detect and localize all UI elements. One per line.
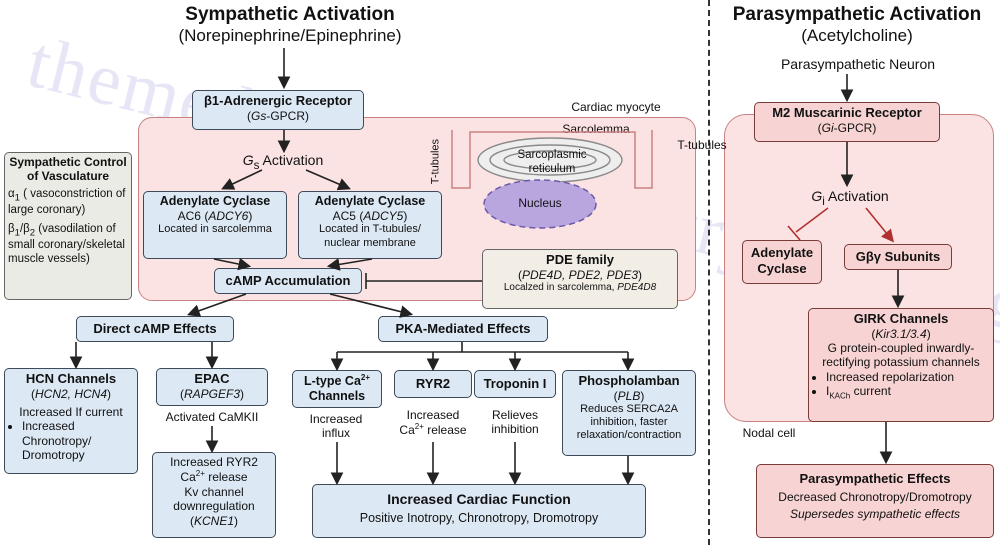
arrow-camp-to-direct [186,293,247,317]
nodal-cell-label: Nodal cell [742,426,796,440]
peff-l2: Supersedes sympathetic effects [789,506,961,521]
camp-accumulation-box: cAMP Accumulation [214,268,362,294]
epac-ryr2-l2: Ca2+ release [180,469,248,485]
parasympathetic-subtitle: (Acetylcholine) [801,26,913,45]
pde-location: Localzed in sarcolemma, PDE4D8 [503,281,657,293]
ac5-title: Adenylate Cyclase [314,194,426,208]
girk-bullet-1: Increased repolarization [826,370,990,384]
ac5-location: Located in T-tubules/ nuclear membrane [319,223,421,249]
inhibit-gi-bar [787,225,801,241]
ryr2-box: RYR2 [394,370,472,398]
girk-bullets: Increased repolarization IKACh current [812,370,990,401]
l-type-note: Increased influx [309,412,363,441]
peff-l1: Decreased Chronotropy/Dromotropy [778,489,972,504]
t-tubules-right-label: T-tubules [677,138,727,152]
gbg-subunits-box: Gβγ Subunits [844,244,952,270]
hcn-genes: (HCN2, HCN4) [30,386,111,401]
m2-receptor-box: M2 Muscarinic Receptor (Gi-GPCR) [754,102,940,142]
vasculature-alpha1: α1 ( vasoconstriction of large coronary) [8,187,126,216]
pde-genes: (PDE4D, PDE2, PDE3) [517,267,643,282]
divider-dashed [708,0,710,545]
plb-gene: (PLB) [613,388,645,403]
l-type-channels-box: L-type Ca2+ Channels [292,370,382,408]
ac6-title: Adenylate Cyclase [159,194,271,208]
organelles-svg [451,130,653,229]
girk-gene: (Kir3.1/3.4) [871,326,931,341]
ac6-gene-line: AC6 (ADCY6) [177,209,253,223]
t-tubule-outline [451,130,653,189]
gs-activation-label: Gs Activation [242,152,324,172]
girk-desc: G protein-coupled inwardly-rectifying po… [822,340,980,370]
sympathetic-title: Sympathetic Activation [185,4,395,25]
beta1-receptor-title: β1-Adrenergic Receptor [203,93,353,108]
troponin-i-note: Relieves inhibition [491,408,539,437]
arrow-gs-to-ac5 [305,169,351,191]
epac-title: EPAC [194,371,230,386]
beta1-receptor-sub: (Gs-GPCR) [246,108,309,123]
l-type-title2: Channels [308,389,366,404]
parasympathetic-title: Parasympathetic Activation [732,4,982,25]
ac5-box: Adenylate Cyclase AC5 (ADCY5) Located in… [298,191,442,259]
ac5-gene-line: AC5 (ADCY5) [332,209,408,223]
parasympathetic-neuron-label: Parasympathetic Neuron [780,56,936,72]
sarcoplasmic-reticulum-shape [477,137,623,183]
nucleus-label: Nucleus [518,196,562,210]
sarcoplasmic-reticulum-label: Sarcoplasmic reticulum [517,149,587,175]
plb-note: Reduces SERCA2A inhibition, faster relax… [576,402,682,442]
vasculature-box: Sympathetic Control of Vasculature α1 ( … [4,152,132,300]
sympathetic-subtitle: (Norepinephrine/Epinephrine) [178,26,402,45]
hcn-line: Increased If current [19,404,123,419]
epac-gene: (RAPGEF3) [179,386,244,401]
ac6-box: Adenylate Cyclase AC6 (ADCY6) Located in… [143,191,287,259]
arrow-camp-to-pka [329,293,414,318]
peff-title: Parasympathetic Effects [799,471,951,486]
arrow-gs-to-ac6 [221,169,263,190]
beta1-receptor-box: β1-Adrenergic Receptor (Gs-GPCR) [192,90,364,130]
epac-ryr2-l1: Increased RYR2 [170,455,258,469]
arrow-ac6-to-camp [213,257,252,271]
nucleus-shape [483,179,597,229]
epac-note: Activated CaMKII [165,410,259,424]
ac6-location: Located in sarcolemma [158,223,272,236]
parasympathetic-effects-box: Parasympathetic Effects Decreased Chrono… [756,464,994,538]
cardiac-myocyte-label: Cardiac myocyte [571,100,661,114]
epac-ryr2-l3: Kv channel downregulation [173,484,255,514]
m2-title: M2 Muscarinic Receptor [772,105,922,120]
icf-title: Increased Cardiac Function [387,491,571,507]
vasculature-beta: β1/β2 (vasodilation of small coronary/sk… [8,223,125,265]
hcn-bullets: Increased Chronotropy/ Dromotropy [8,419,134,462]
pde-title: PDE family [546,252,614,267]
direct-camp-effects-box: Direct cAMP Effects [76,316,234,342]
m2-sub: (Gi-GPCR) [817,120,877,135]
arrow-ac5-to-camp [326,258,373,271]
inhibit-gi-to-ac [795,207,829,233]
hcn-bullet: Increased Chronotropy/ Dromotropy [22,419,134,462]
plb-title: Phospholamban [578,373,680,388]
increased-cardiac-function-box: Increased Cardiac Function Positive Inot… [312,484,646,538]
vasculature-title: Sympathetic Control of Vasculature [9,155,127,184]
pde-family-box: PDE family (PDE4D, PDE2, PDE3) Localzed … [482,249,678,309]
girk-bullet-2: IKACh current [826,384,990,401]
girk-title: GIRK Channels [853,311,949,326]
arrow-gi-to-gby [865,207,895,243]
girk-channels-box: GIRK Channels (Kir3.1/3.4) G protein-cou… [808,308,994,422]
l-type-title: L-type Ca2+ [303,373,371,389]
gi-activation-label: Gi Activation [811,188,889,208]
hcn-title: HCN Channels [25,371,117,386]
para-adenylate-cyclase-box: Adenylate Cyclase [742,240,822,284]
epac-ryr2-l4: (KCNE1) [189,513,238,528]
icf-sub: Positive Inotropy, Chronotropy, Dromotro… [359,510,599,525]
pka-effects-box: PKA-Mediated Effects [378,316,548,342]
